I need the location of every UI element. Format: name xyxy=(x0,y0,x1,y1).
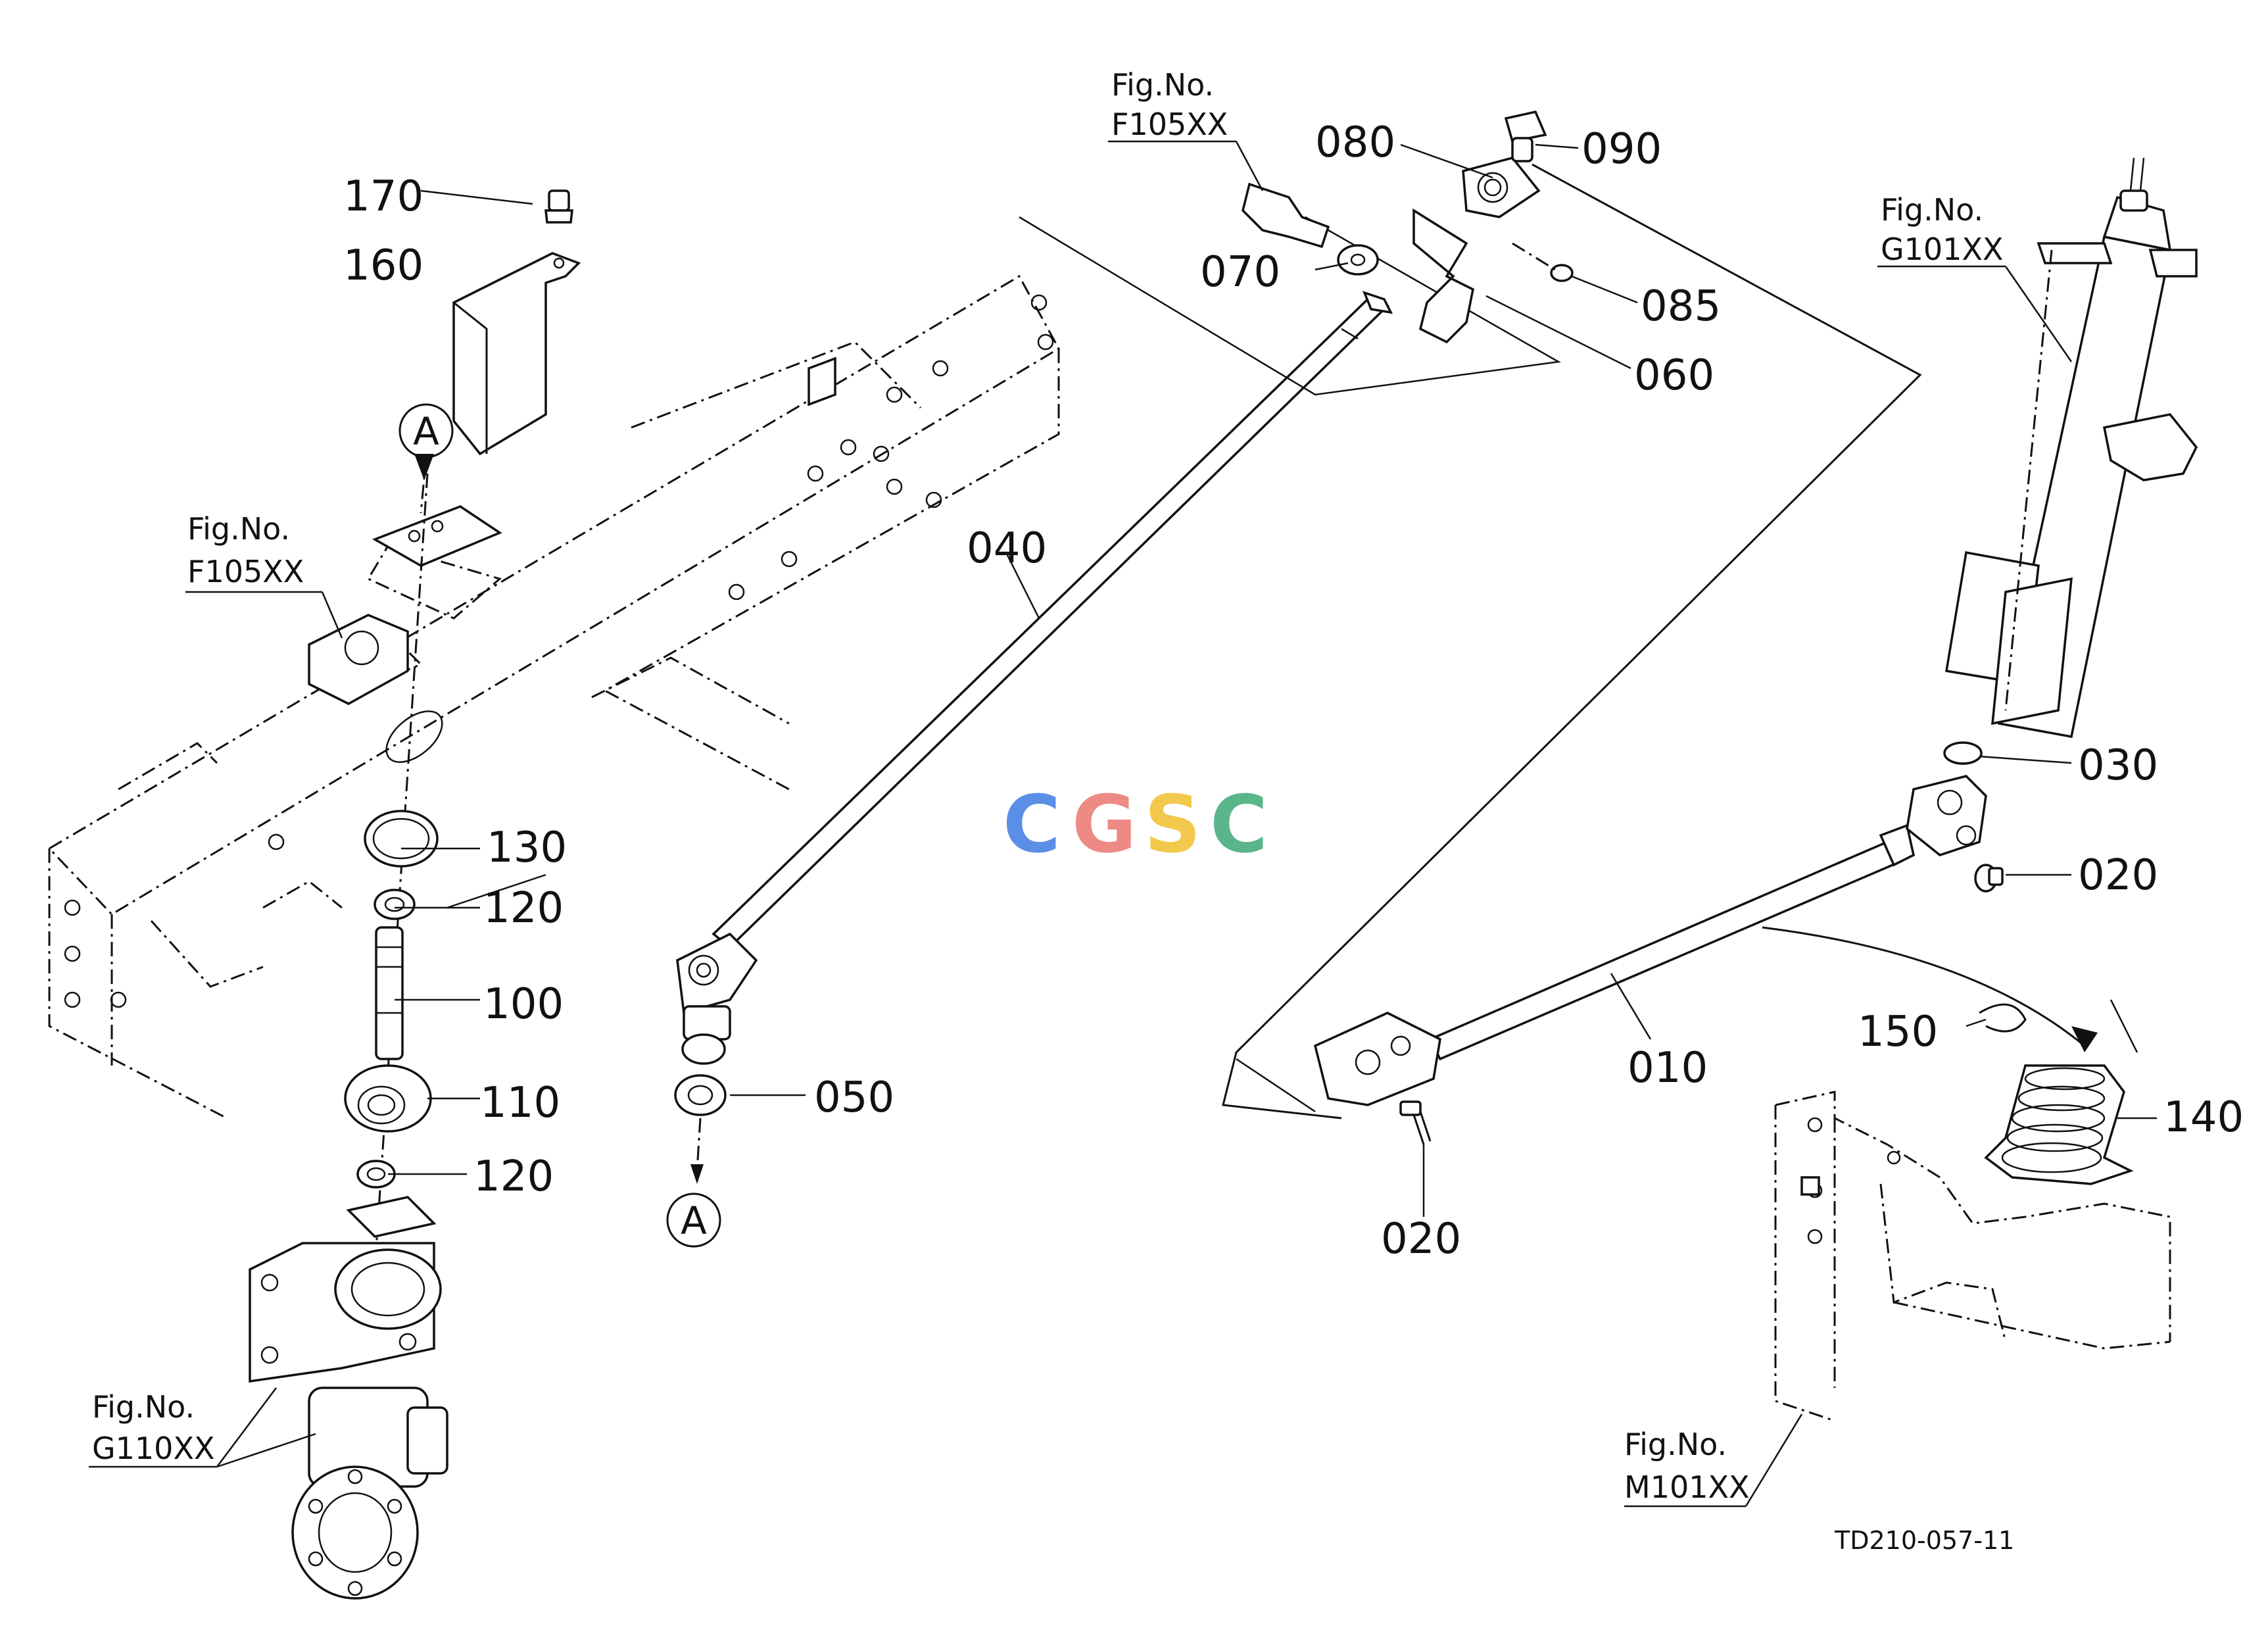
fig-ref-f105-top-code: F105XX xyxy=(1111,107,1228,142)
steering-column xyxy=(1943,157,2198,765)
fig-ref-g110-caption: Fig.No. xyxy=(92,1389,195,1425)
fig-ref-m101-code: M101XX xyxy=(1624,1469,1750,1505)
fig-ref-g110-code: G110XX xyxy=(92,1431,214,1466)
fig-ref-f105-left-caption: Fig.No. xyxy=(187,511,290,547)
fig-ref-m101-caption: Fig.No. xyxy=(1624,1427,1727,1462)
bolt-170 xyxy=(420,189,573,224)
shaft-010 xyxy=(1313,775,2004,1145)
label-part-010: 010 xyxy=(1628,1044,1708,1093)
leader-lines xyxy=(89,140,2157,1508)
watermark-logo: C G S C xyxy=(1003,779,1268,871)
label-part-050: 050 xyxy=(814,1073,894,1122)
watermark-letter-3: S xyxy=(1144,779,1201,871)
label-part-120-lower: 120 xyxy=(473,1152,554,1201)
label-part-040: 040 xyxy=(967,524,1047,573)
callout-a-bottom-letter: A xyxy=(681,1198,707,1243)
shaft-stack xyxy=(344,473,439,1270)
callout-a-bottom: A xyxy=(666,1192,721,1248)
watermark-letter-4: C xyxy=(1210,779,1268,871)
label-part-030: 030 xyxy=(2078,741,2158,790)
label-part-170: 170 xyxy=(343,172,423,221)
label-part-130: 130 xyxy=(487,823,567,872)
label-part-120-upper: 120 xyxy=(483,884,564,933)
mount-assembly xyxy=(1019,110,1574,396)
label-part-085: 085 xyxy=(1641,282,1721,331)
label-part-070: 070 xyxy=(1200,248,1280,297)
label-part-060: 060 xyxy=(1634,351,1714,400)
bracket-160 xyxy=(452,252,581,456)
label-part-080: 080 xyxy=(1315,118,1395,167)
label-part-110: 110 xyxy=(480,1079,560,1127)
fig-ref-g101-code: G101XX xyxy=(1881,232,2003,267)
label-part-100: 100 xyxy=(483,980,564,1029)
label-part-150: 150 xyxy=(1858,1008,1938,1056)
watermark-letter-2: G xyxy=(1072,779,1137,871)
boot-140 xyxy=(1762,926,2138,1185)
panel-m101 xyxy=(1774,1091,2171,1422)
steering-unit xyxy=(249,1196,448,1600)
watermark-letter-1: C xyxy=(1003,779,1061,871)
fig-ref-f105-top-caption: Fig.No. xyxy=(1111,67,1214,103)
part-labels: 170 160 130 120 100 110 120 040 050 070 … xyxy=(343,118,2244,1264)
label-part-140: 140 xyxy=(2163,1093,2244,1142)
label-part-020-right: 020 xyxy=(2078,851,2158,900)
fig-ref-g101-caption: Fig.No. xyxy=(1881,192,1983,228)
label-part-090: 090 xyxy=(1581,125,1662,174)
shaft-040 xyxy=(674,291,1393,1184)
callout-a-top: A xyxy=(398,403,454,458)
label-part-160: 160 xyxy=(343,241,423,290)
frame-assembly xyxy=(48,274,1061,1119)
fig-ref-f105-left-code: F105XX xyxy=(187,554,304,589)
figure-references: Fig.No. F105XX Fig.No. F105XX Fig.No. G1… xyxy=(92,67,2003,1505)
label-part-020-bottom: 020 xyxy=(1381,1215,1461,1264)
drawing-code: TD210-057-11 xyxy=(1834,1526,2014,1555)
callout-a-top-letter: A xyxy=(413,409,439,454)
